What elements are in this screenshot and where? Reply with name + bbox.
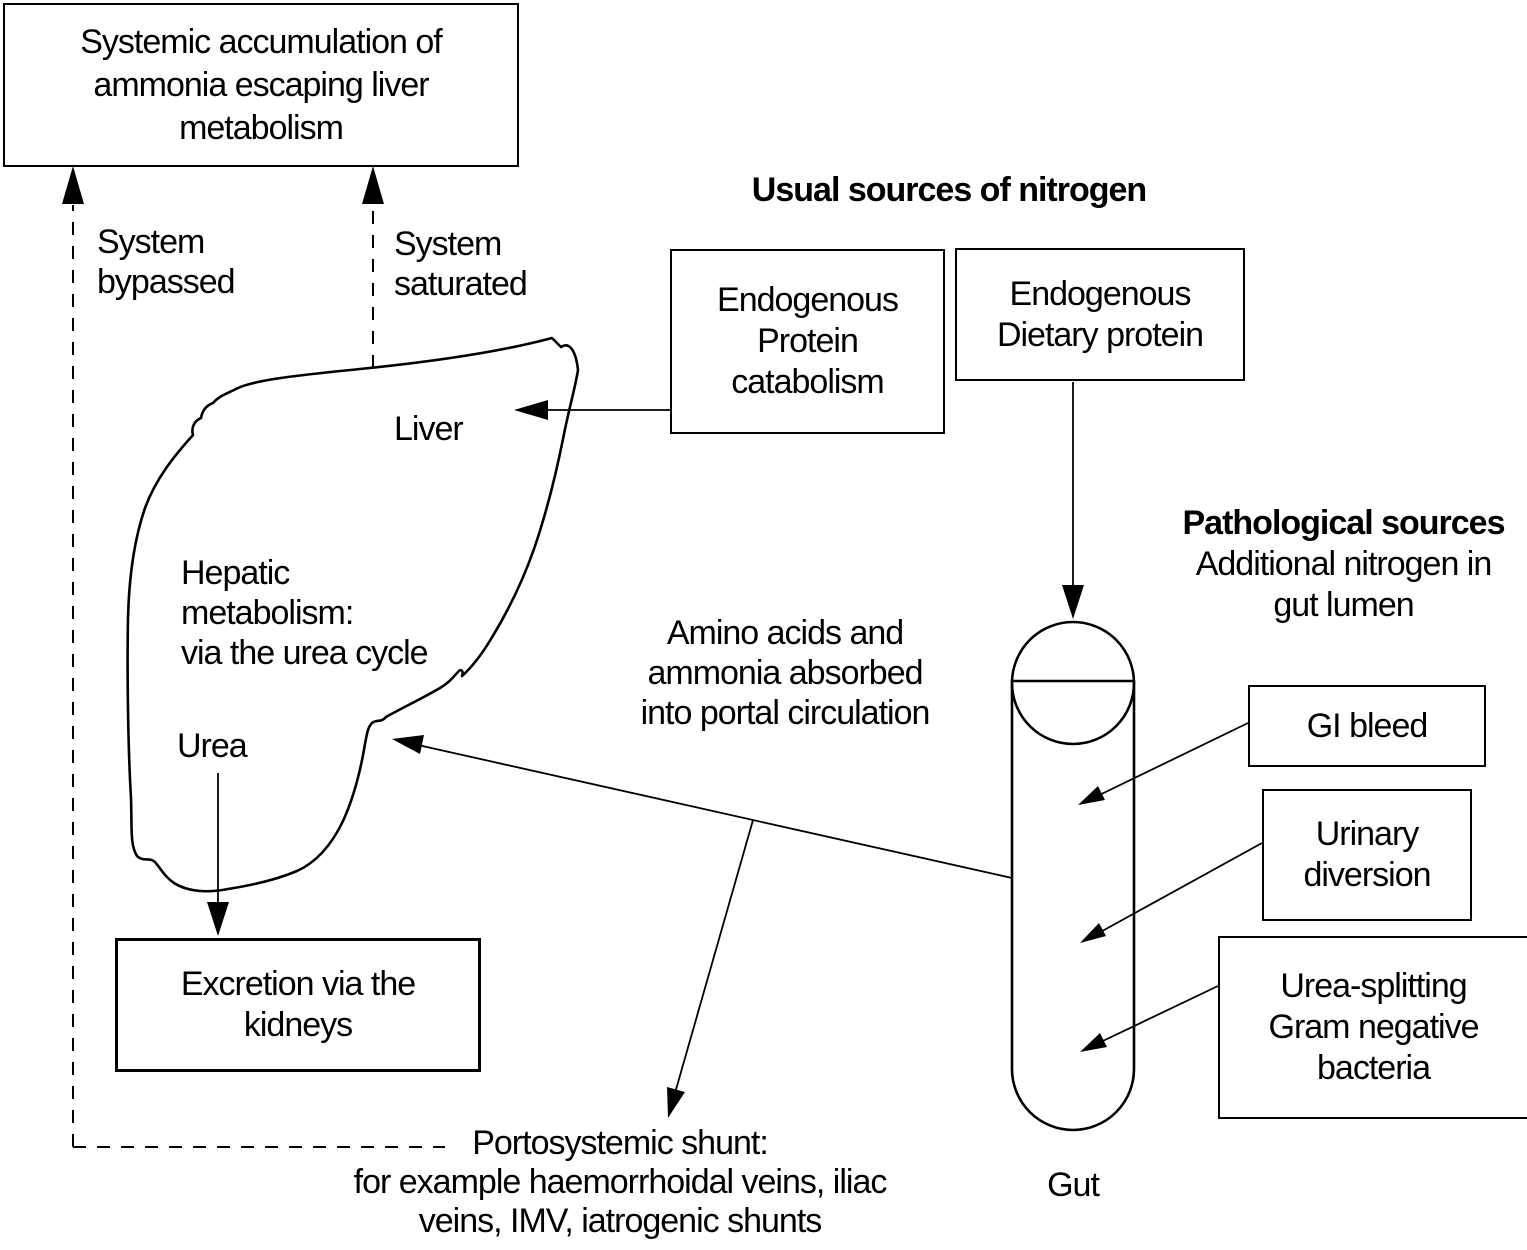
systemic-accumulation-box: Systemic accumulation of ammonia escapin… <box>3 3 519 167</box>
arrow-bacteria-line <box>1085 985 1219 1050</box>
pathological-sources-subline: gut lumen <box>1273 586 1414 624</box>
urea-splitting-bacteria-box: Urea-splitting Gram negative bacteria <box>1218 936 1527 1119</box>
pathological-sources-title: Pathological sources <box>1182 504 1506 542</box>
arrow-gi-bleed-line <box>1084 722 1249 803</box>
arrow-urinary-head <box>1080 923 1106 943</box>
arrow-bacteria-head <box>1080 1033 1107 1052</box>
arrow-urinary-line <box>1085 842 1263 941</box>
liver-outline-shape <box>126 336 580 893</box>
arrow-gi-bleed-head <box>1078 786 1105 805</box>
liver-label: Liver <box>394 410 464 448</box>
system-bypassed-label: System bypassed <box>97 223 236 301</box>
systemic-accumulation-line: Systemic accumulation of <box>80 22 442 61</box>
amino-acids-label: Amino acids and ammonia absorbed into po… <box>640 614 931 732</box>
arrow-shunt-branch-line <box>672 819 754 1101</box>
gut-tube-shape <box>1010 681 1136 1132</box>
usual-sources-heading: Usual sources of nitrogen <box>751 171 1147 209</box>
systemic-accumulation-line: metabolism <box>179 108 344 147</box>
endogenous-protein-catabolism-box: Endogenous Protein catabolism <box>670 249 945 434</box>
arrow-urea-to-kidneys-head <box>207 902 229 936</box>
gi-bleed-box: GI bleed <box>1248 685 1486 767</box>
urinary-diversion-box: Urinary diversion <box>1262 789 1472 921</box>
hepatic-metabolism-label: Hepatic metabolism: via the urea cycle <box>181 554 429 672</box>
gut-label: Gut <box>1047 1166 1100 1204</box>
arrow-catabolism-to-liver-head <box>514 400 548 420</box>
endogenous-dietary-protein-box: Endogenous Dietary protein <box>955 248 1245 381</box>
arrow-shunt-branch-head <box>667 1087 685 1118</box>
portosystemic-shunt-label: Portosystemic shunt: for example haemorr… <box>353 1124 888 1240</box>
system-saturated-label: System saturated <box>394 225 528 303</box>
urea-label: Urea <box>177 727 248 765</box>
arrow-portal-to-liver-head <box>392 735 424 754</box>
pathological-sources-heading: Pathological sources Additional nitrogen… <box>1160 503 1527 626</box>
excretion-kidneys-box: Excretion via the kidneys <box>115 938 481 1072</box>
gut-stomach-circle <box>1010 620 1136 746</box>
arrow-up-bypassed-icon <box>62 166 84 204</box>
systemic-accumulation-line: ammonia escaping liver <box>93 65 429 104</box>
pathological-sources-subline: Additional nitrogen in <box>1195 545 1493 583</box>
arrow-dietary-to-gut-head <box>1062 585 1084 619</box>
arrow-portal-to-liver-line <box>399 740 1013 879</box>
arrow-up-saturated-icon <box>362 166 384 204</box>
